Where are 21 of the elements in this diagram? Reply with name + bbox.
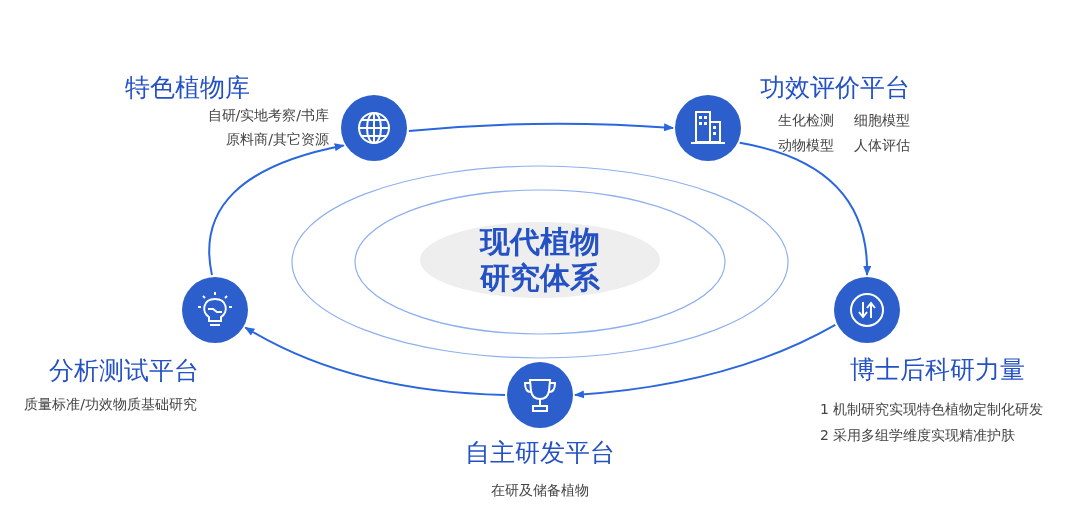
- platform-title: 功效评价平台: [760, 73, 910, 103]
- platform-title: 分析测试平台: [49, 356, 199, 386]
- description-text: 在研及储备植物: [491, 481, 589, 499]
- arrow: [407, 122, 674, 133]
- arrow: [738, 141, 871, 276]
- description-text: 2 采用多组学维度实现精准护肤: [820, 426, 1016, 444]
- description-text: 动物模型: [778, 136, 834, 154]
- platform-title: 自主研发平台: [465, 438, 615, 468]
- description-text: 自研/实地考察/书库: [207, 106, 329, 124]
- description-text: 人体评估: [854, 136, 910, 154]
- platform-title: 博士后科研力量: [850, 355, 1025, 385]
- description-text: 细胞模型: [854, 111, 910, 129]
- description-text: 生化检测: [778, 111, 834, 129]
- center-title: 现代植物研究体系: [478, 224, 601, 296]
- arrow: [574, 323, 837, 399]
- arrow: [244, 326, 506, 396]
- description-text: 1 机制研究实现特色植物定制化研发: [820, 400, 1044, 418]
- description-text: 质量标准/功效物质基础研究: [24, 395, 197, 413]
- description-text: 原料商/其它资源: [226, 130, 329, 148]
- platform-title: 特色植物库: [125, 73, 250, 103]
- arrow: [208, 143, 345, 277]
